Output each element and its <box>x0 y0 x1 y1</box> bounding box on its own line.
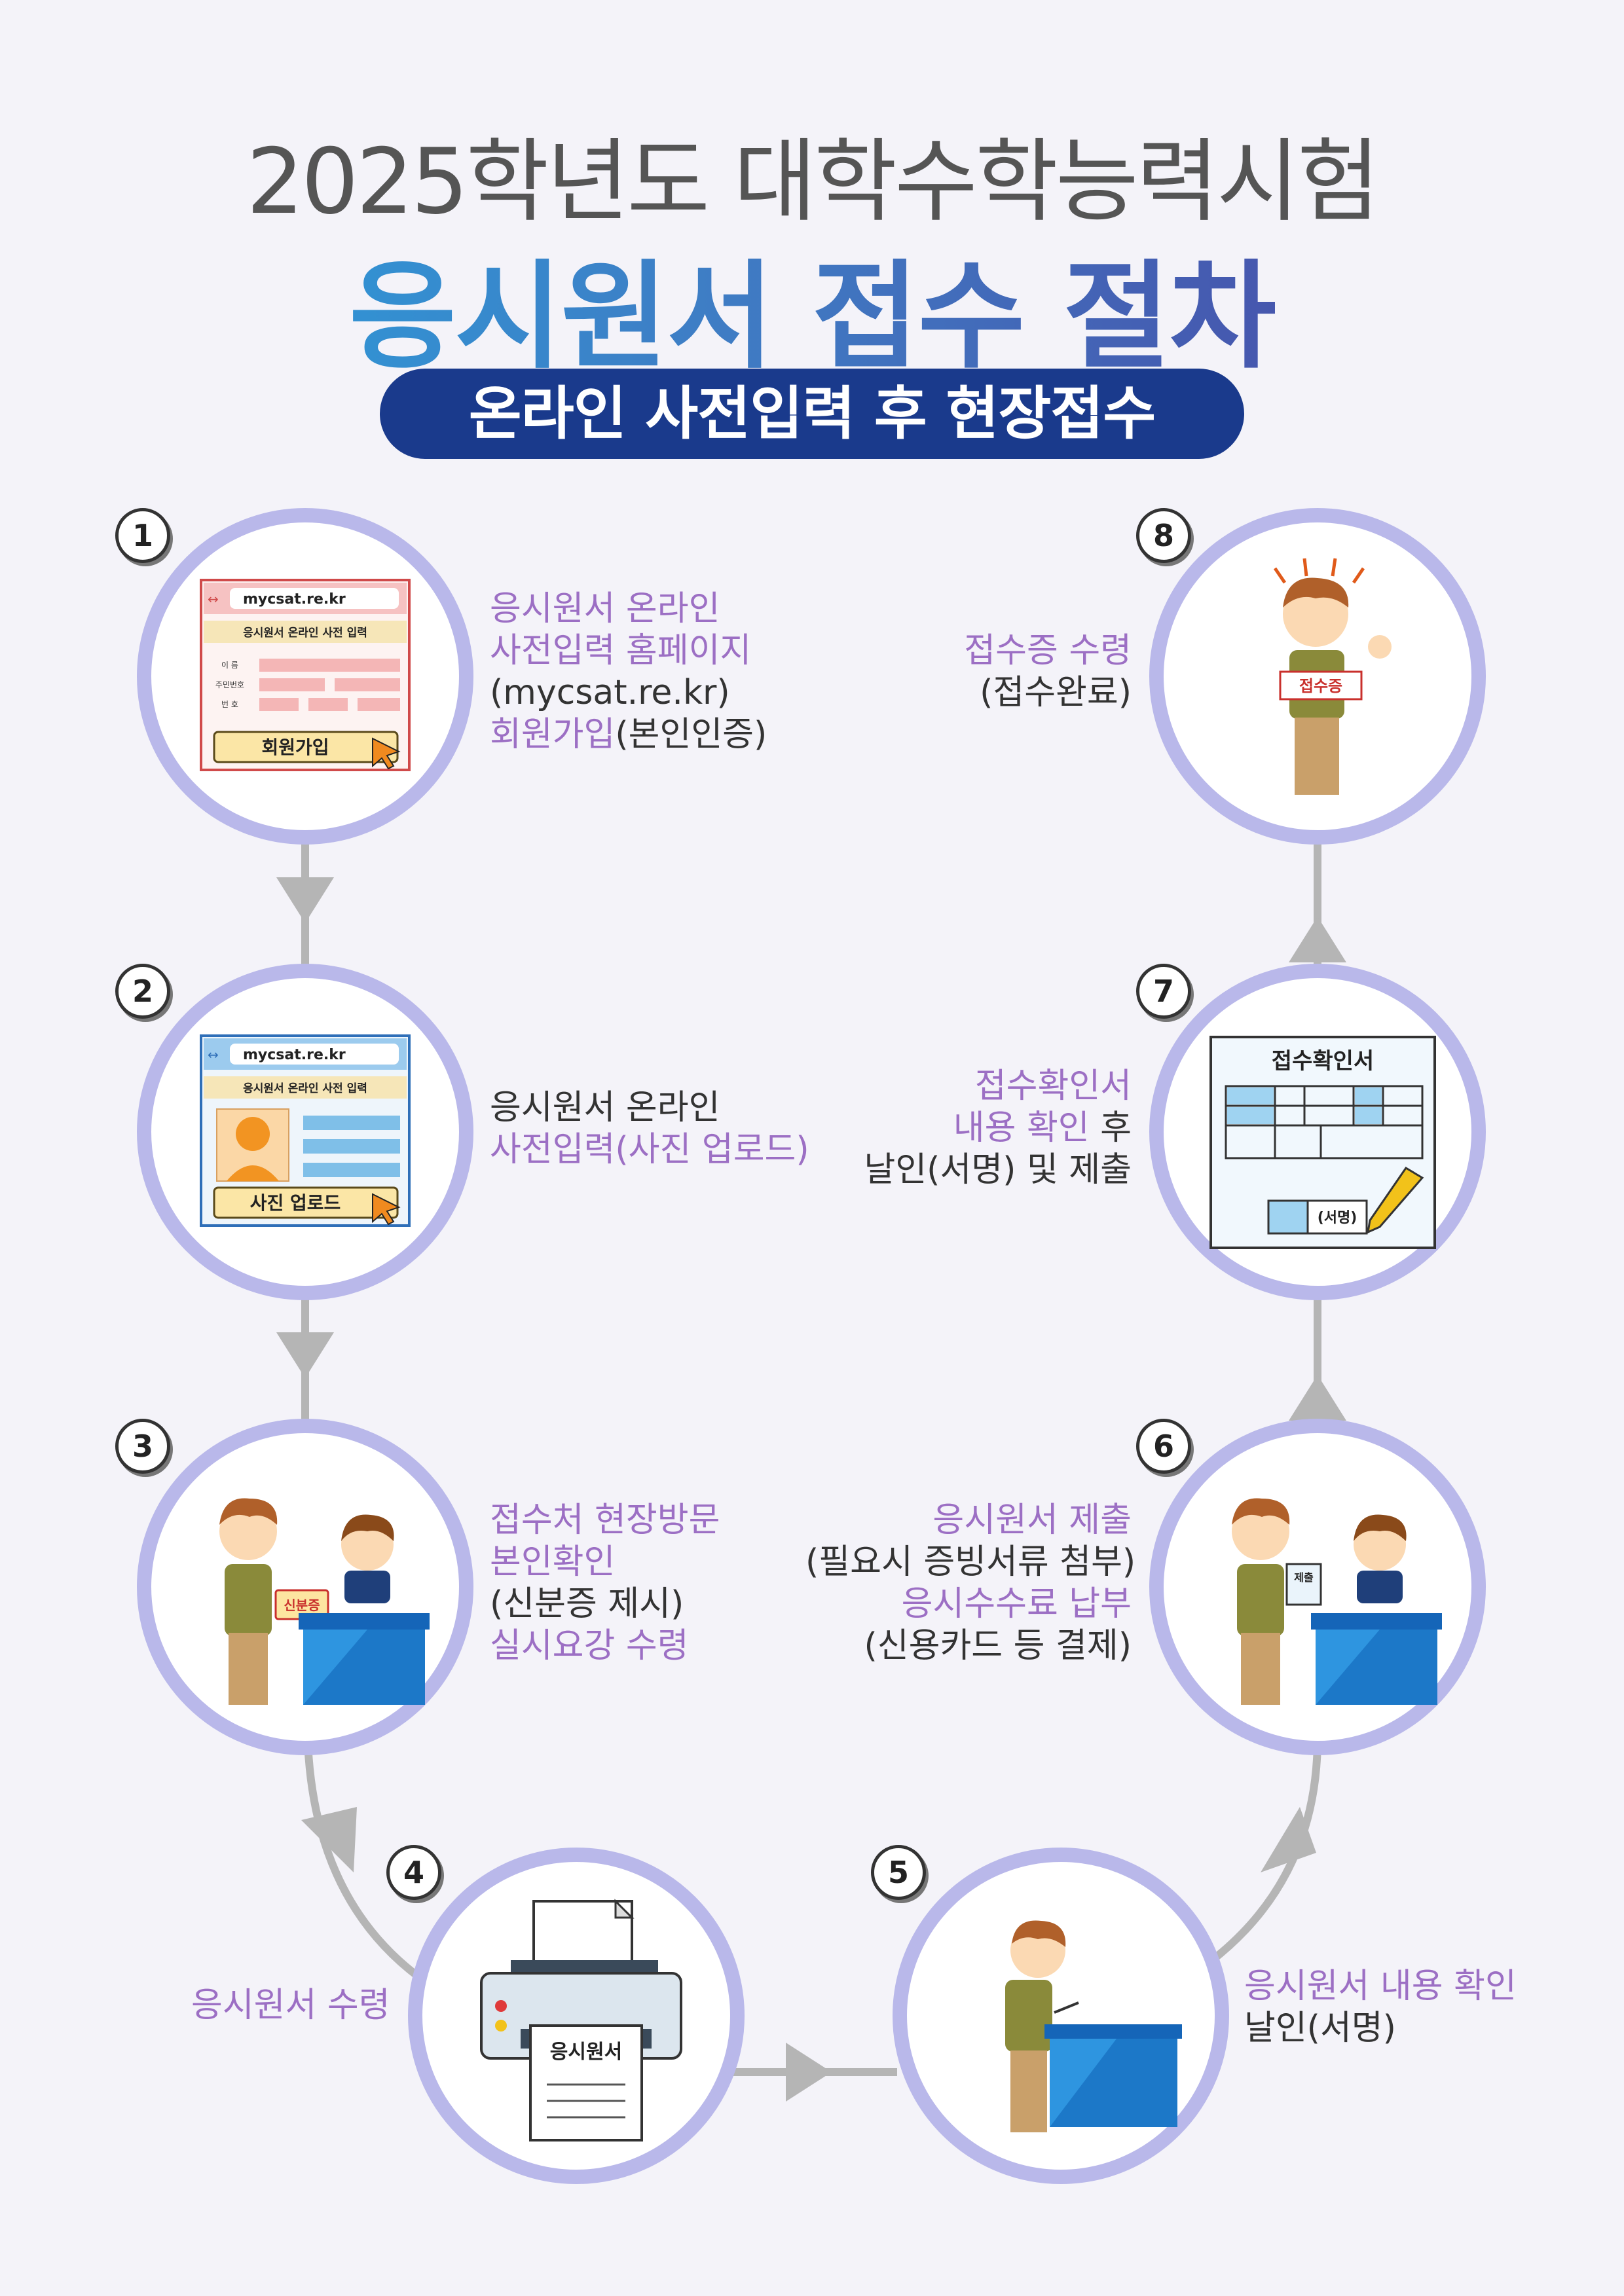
step-2-description: 응시원서 온라인 사전입력(사진 업로드) <box>490 1088 809 1169</box>
step-4-description: 응시원서 수령 <box>191 1986 390 2025</box>
svg-text:응시원서 온라인 사전 입력: 응시원서 온라인 사전 입력 <box>243 627 367 640</box>
step-7-circle: 접수확인서 (서명) <box>1149 964 1486 1300</box>
arrow-up-icon <box>1289 1375 1346 1421</box>
arrow-down-icon <box>301 1807 357 1872</box>
step-5-circle <box>893 1848 1229 2184</box>
step-6-description: 응시원서 제출 (필요시 증빙서류 첨부) 응시수수료 납부 (신용카드 등 결… <box>805 1501 1136 1666</box>
arrow-down-icon <box>276 1332 334 1378</box>
step-2-circle: ↔ mycsat.re.kr 응시원서 온라인 사전 입력 사진 업로드 <box>137 964 473 1300</box>
connector-5-6 <box>1209 1741 1321 1964</box>
svg-text:응시원서 온라인 사전 입력: 응시원서 온라인 사전 입력 <box>243 1082 367 1095</box>
step-5-description: 응시원서 내용 확인 날인(서명) <box>1244 1967 1517 2048</box>
svg-text:이 름: 이 름 <box>221 661 238 670</box>
subtitle-banner: 온라인 사전입력 후 현장접수 <box>380 369 1244 459</box>
step-7-number: 7 <box>1136 964 1191 1019</box>
step-3-number: 3 <box>115 1419 170 1474</box>
printer-illustration: 응시원서 <box>480 1899 682 2141</box>
photo-upload-illustration: ↔ mycsat.re.kr 응시원서 온라인 사전 입력 사진 업로드 <box>200 1034 411 1227</box>
svg-text:사진 업로드: 사진 업로드 <box>250 1192 341 1214</box>
step-4-circle: 응시원서 <box>408 1848 745 2184</box>
receipt-label: 접수증 <box>1299 677 1342 695</box>
step-1-circle: ↔ mycsat.re.kr 응시원서 온라인 사전 입력 이 름 주민번호 번… <box>137 508 473 845</box>
step-7-description: 접수확인서 내용 확인 후 날인(서명) 및 제출 <box>864 1066 1132 1190</box>
cursor-icon <box>372 1193 401 1226</box>
step-8-description: 접수증 수령 (접수완료) <box>964 631 1132 712</box>
page-supertitle: 2025학년도 대학수학능력시험 <box>246 129 1380 234</box>
signature-label: (서명) <box>1318 1210 1357 1226</box>
cursor-icon <box>372 737 401 770</box>
arrow-right-icon <box>786 2043 832 2102</box>
arrow-up-icon <box>1289 917 1346 962</box>
signup-button-label: 회원가입 <box>261 737 329 758</box>
step-3-circle: 신분증 <box>137 1419 473 1755</box>
person-photo-icon <box>236 1117 270 1151</box>
arrow-up-icon <box>1261 1807 1316 1872</box>
submission-illustration: 제출 <box>1232 1498 1442 1705</box>
svg-text:주민번호: 주민번호 <box>215 680 244 689</box>
document-label: 제출 <box>1294 1571 1314 1584</box>
url-text: mycsat.re.kr <box>243 591 346 608</box>
svg-text:↔: ↔ <box>208 1047 219 1063</box>
student-icon <box>219 1503 277 1560</box>
step-8-circle: 접수증 <box>1149 508 1486 845</box>
step-2-number: 2 <box>115 964 170 1019</box>
svg-text:↔: ↔ <box>208 591 219 607</box>
svg-text:mycsat.re.kr: mycsat.re.kr <box>243 1047 346 1063</box>
student-icon <box>1232 1503 1289 1560</box>
receipt-received-illustration: 접수증 <box>1273 558 1392 795</box>
id-check-illustration: 신분증 <box>219 1498 430 1705</box>
step-1-number: 1 <box>115 508 170 563</box>
pencil-icon <box>1367 1166 1424 1234</box>
step-8-number: 8 <box>1136 508 1191 563</box>
connector-3-4 <box>304 1741 422 1980</box>
step-6-circle: 제출 <box>1149 1419 1486 1755</box>
pen-icon <box>1054 2001 1079 2014</box>
application-paper-label: 응시원서 <box>550 2041 622 2064</box>
step-4-number: 4 <box>386 1845 441 1900</box>
arrow-down-icon <box>276 877 334 923</box>
thumbs-up-icon <box>1368 635 1392 659</box>
page-title: 응시원서 접수 절차 <box>0 223 1624 391</box>
form-title: 접수확인서 <box>1272 1048 1374 1074</box>
confirmation-form-illustration: 접수확인서 (서명) <box>1209 1036 1436 1249</box>
svg-text:번 호: 번 호 <box>221 700 238 709</box>
id-card-label: 신분증 <box>284 1597 320 1613</box>
step-5-number: 5 <box>871 1845 926 1900</box>
step-1-description: 응시원서 온라인 사전입력 홈페이지 (mycsat.re.kr) 회원가입(본… <box>490 589 767 754</box>
step-6-number: 6 <box>1136 1419 1191 1474</box>
step-3-description: 접수처 현장방문 본인확인 (신분증 제시) 실시요강 수령 <box>490 1501 720 1666</box>
signup-webpage-illustration: ↔ mycsat.re.kr 응시원서 온라인 사전 입력 이 름 주민번호 번… <box>200 579 411 771</box>
signing-illustration <box>1005 1920 1182 2132</box>
